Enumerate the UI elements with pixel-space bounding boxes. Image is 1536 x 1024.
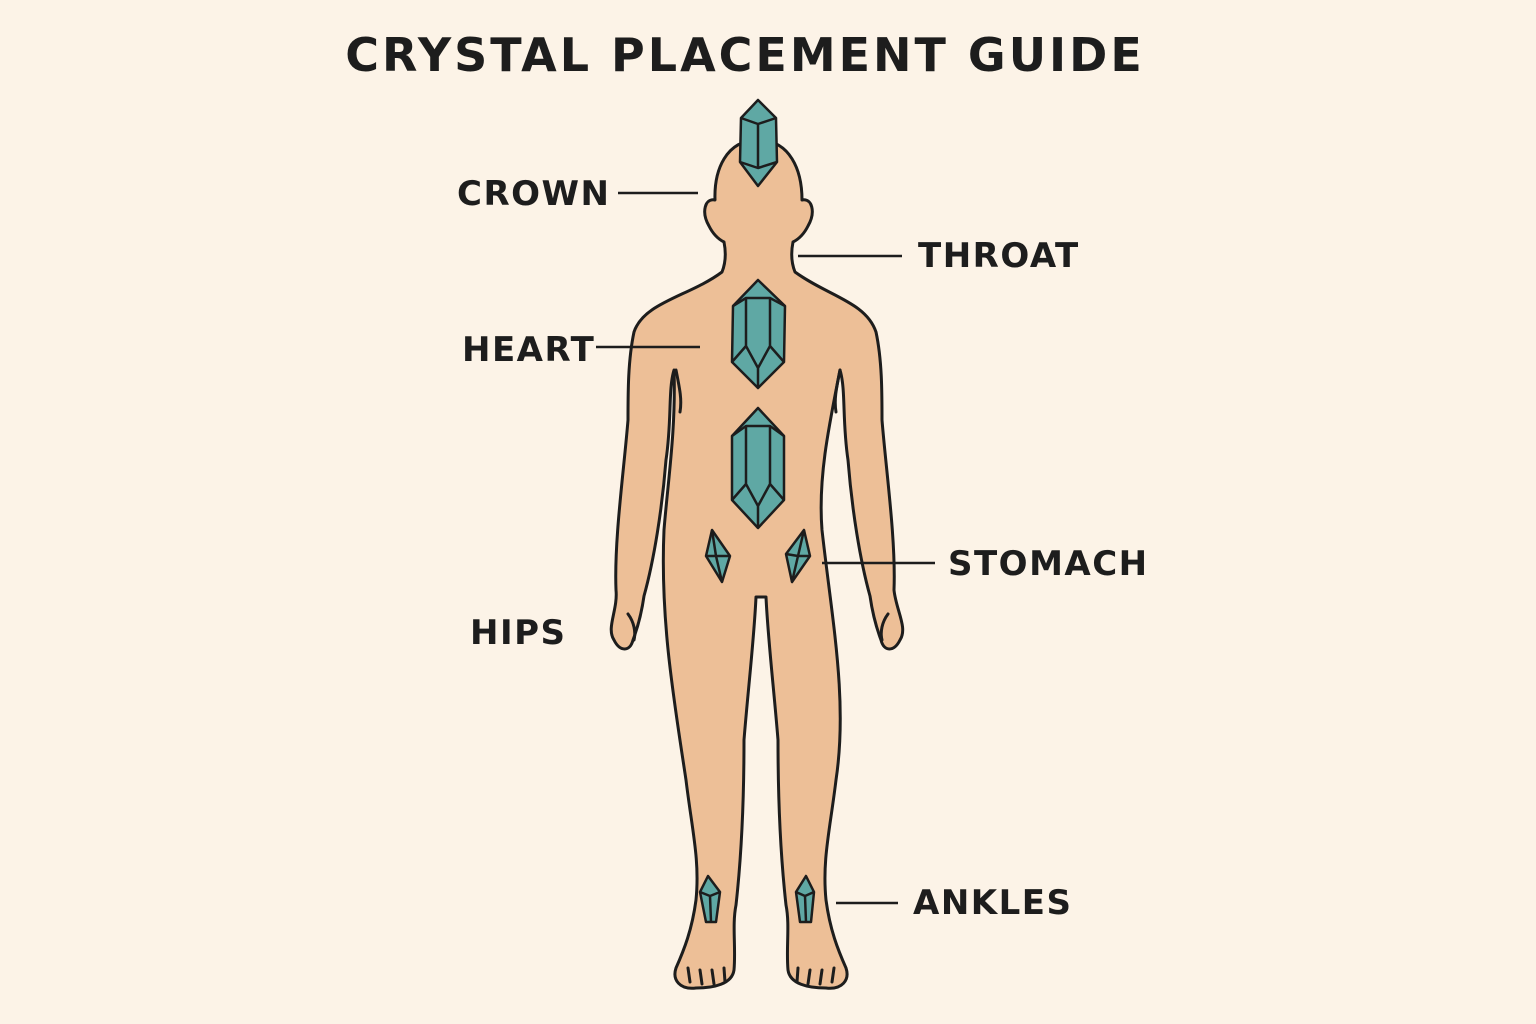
right-thumb-line — [879, 612, 890, 642]
label-ankles: ANKLES — [913, 883, 1073, 923]
body-silhouette — [609, 138, 905, 990]
left-ankle-crystal-icon — [698, 874, 722, 924]
body-outline — [609, 138, 905, 990]
label-hips: HIPS — [470, 613, 567, 653]
right-hip-crystal-icon — [784, 528, 812, 584]
diagram-title: CRYSTAL PLACEMENT GUIDE — [345, 28, 1145, 82]
left-hip-crystal-icon — [704, 528, 732, 584]
label-throat: THROAT — [918, 236, 1080, 276]
left-toes — [686, 966, 727, 986]
right-toes — [795, 966, 836, 986]
left-thumb-line — [626, 612, 637, 642]
right-arm-crease — [833, 368, 842, 414]
left-arm-crease — [674, 368, 683, 414]
leader-lines — [596, 191, 935, 905]
right-ankle-crystal-icon — [794, 874, 816, 924]
stomach-crystal-icon — [730, 406, 786, 530]
heart-crystal-icon — [730, 278, 787, 390]
label-stomach: STOMACH — [948, 544, 1149, 584]
label-crown: CROWN — [457, 174, 611, 214]
crown-crystal-icon — [738, 98, 779, 188]
label-heart: HEART — [462, 330, 596, 370]
crystals — [698, 98, 816, 924]
